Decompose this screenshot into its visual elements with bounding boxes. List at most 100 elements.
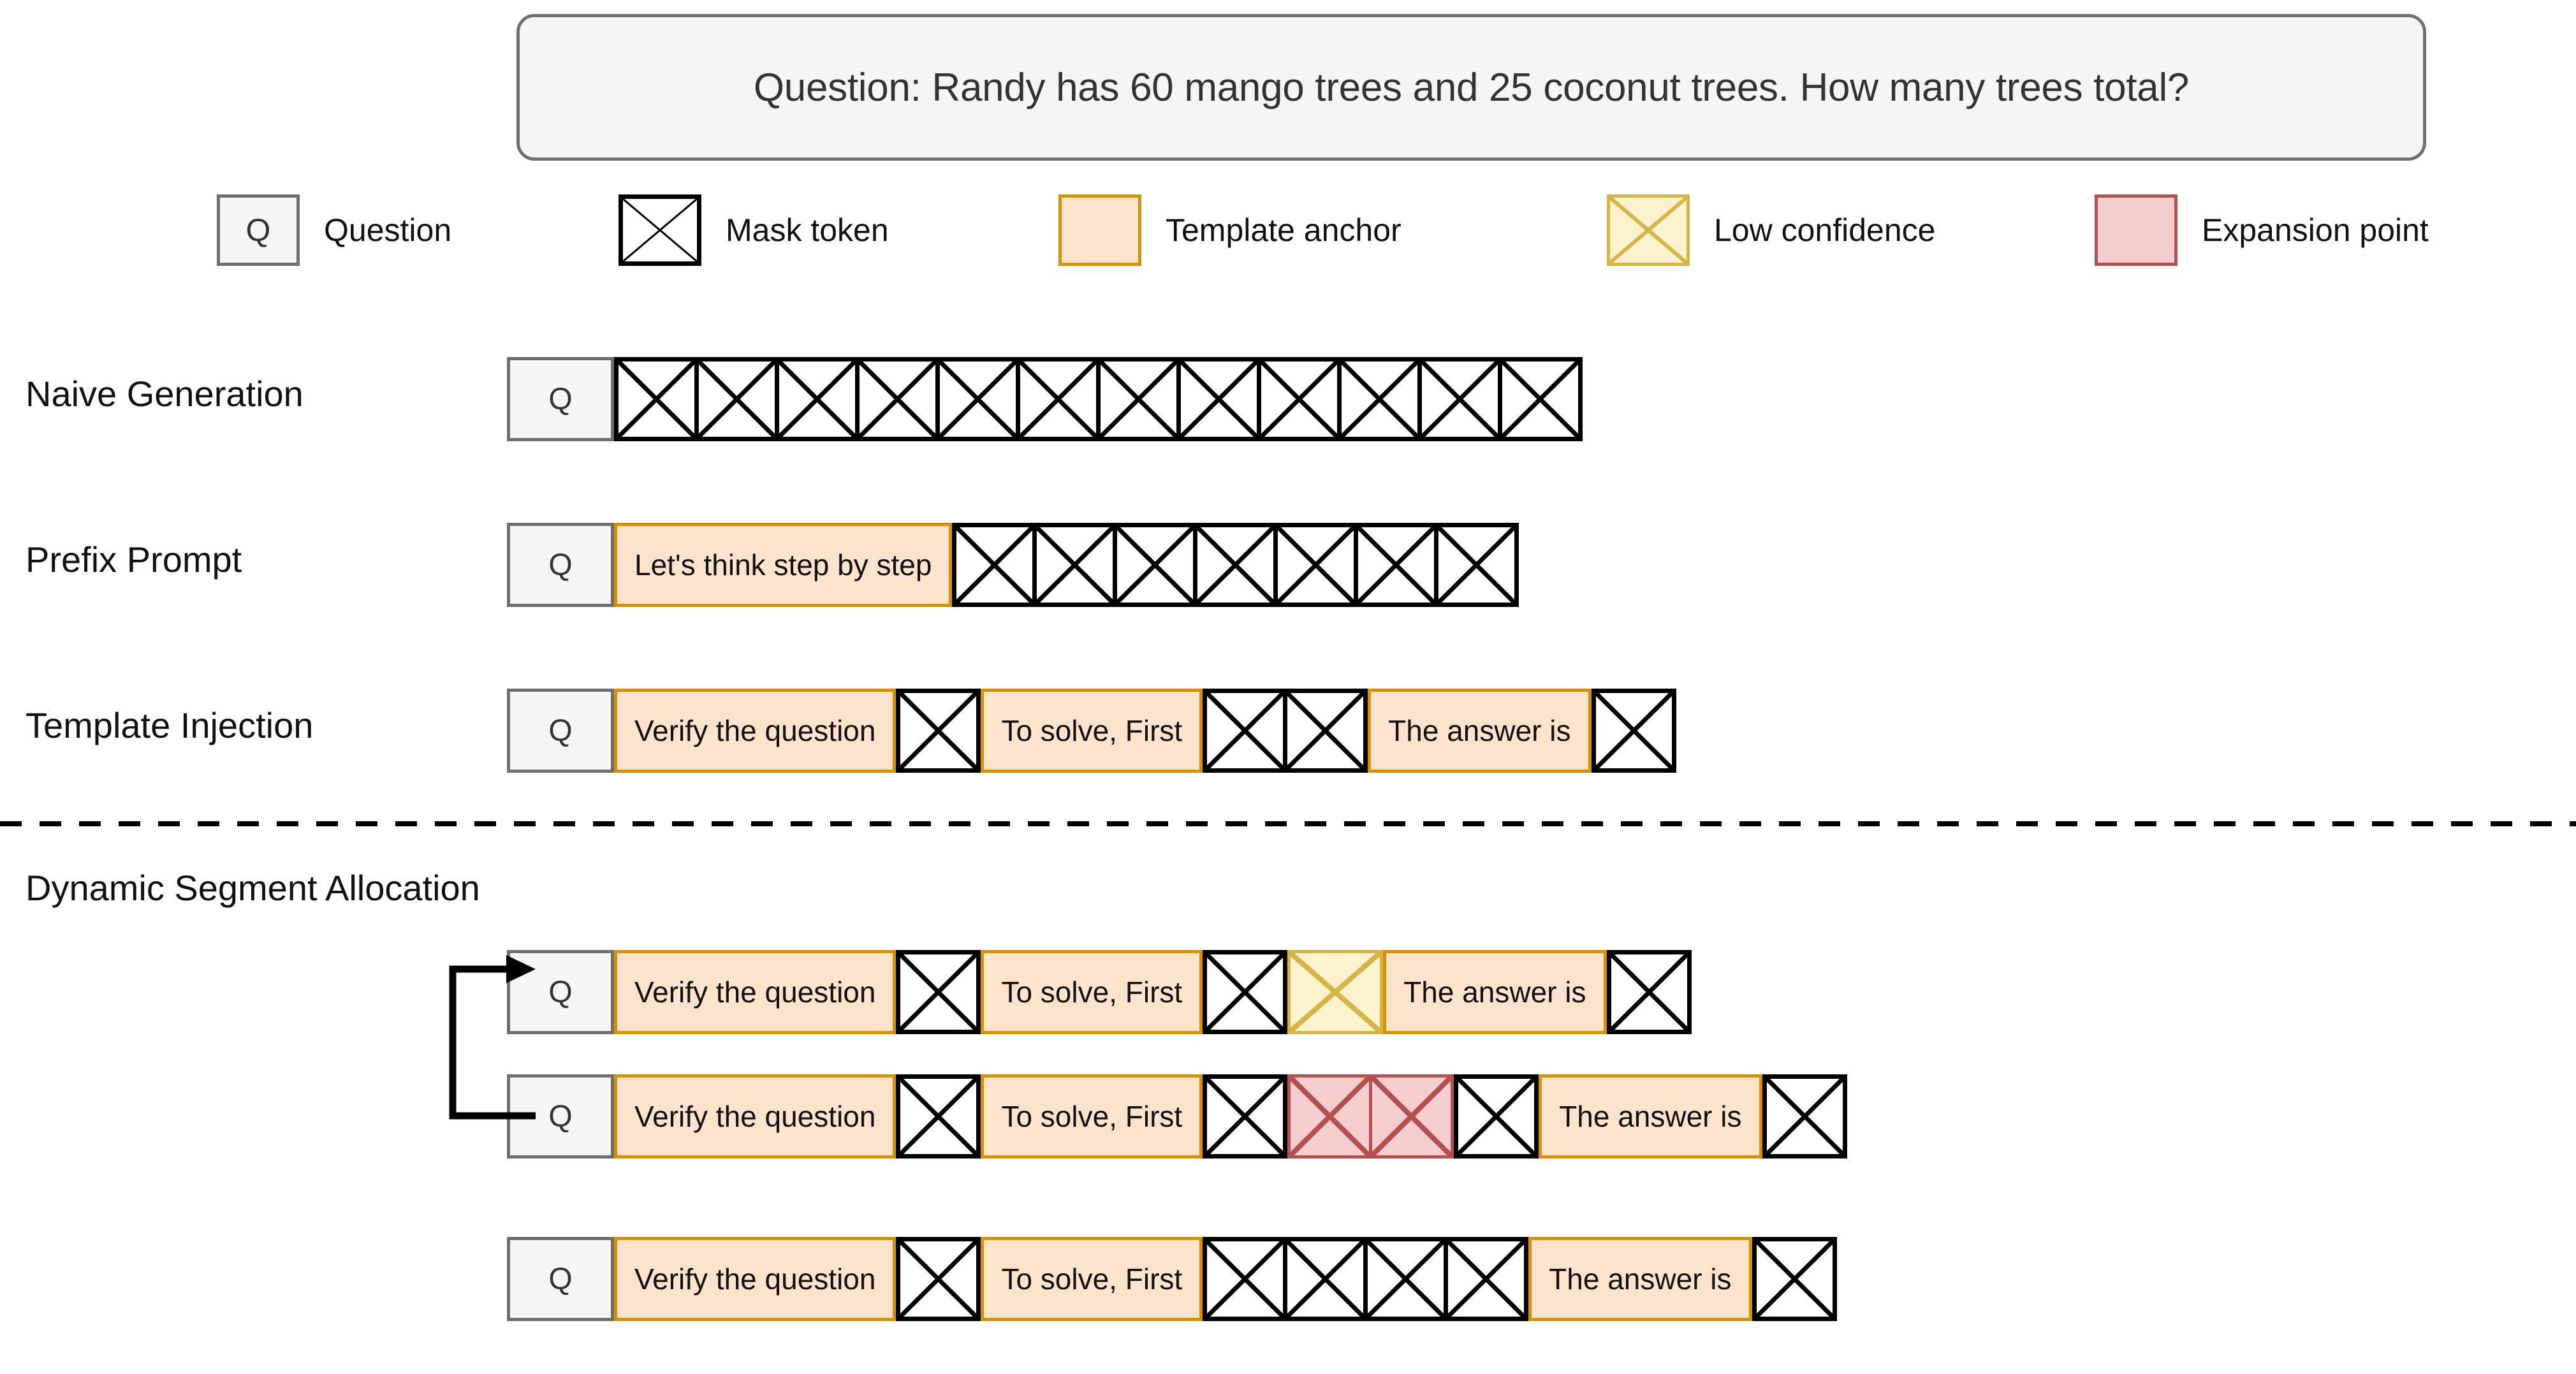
x-cross-icon bbox=[1101, 362, 1176, 437]
legend-label-mask: Mask token bbox=[726, 212, 889, 248]
token-template-anchor: Verify the question bbox=[614, 1237, 896, 1321]
token-mask bbox=[896, 1074, 981, 1158]
token-template-anchor: The answer is bbox=[1539, 1074, 1762, 1158]
x-cross-icon bbox=[1278, 527, 1354, 603]
token-mask bbox=[1203, 1074, 1288, 1158]
token-template-anchor: To solve, First bbox=[981, 1074, 1203, 1158]
token-mask bbox=[1337, 357, 1422, 441]
token-question: Q bbox=[507, 950, 614, 1034]
legend-item-mask: Mask token bbox=[618, 184, 889, 276]
x-cross-icon bbox=[1767, 1079, 1843, 1154]
x-cross-icon bbox=[1207, 1241, 1283, 1317]
token-expansion-point bbox=[1287, 1074, 1373, 1158]
x-cross-icon bbox=[1448, 1241, 1524, 1317]
x-cross-icon bbox=[1502, 362, 1578, 437]
token-template-anchor: Verify the question bbox=[614, 689, 896, 773]
x-cross-icon bbox=[940, 362, 1016, 437]
x-cross-icon bbox=[900, 1241, 976, 1317]
x-cross-icon bbox=[1596, 693, 1672, 768]
token-mask bbox=[1434, 523, 1519, 607]
x-cross-icon bbox=[699, 362, 775, 437]
token-mask bbox=[1363, 1237, 1449, 1321]
token-mask bbox=[896, 950, 981, 1034]
x-cross-icon bbox=[1207, 1079, 1283, 1154]
section-label-dsa: Dynamic Segment Allocation bbox=[26, 868, 480, 908]
token-mask bbox=[1762, 1074, 1847, 1158]
token-mask bbox=[1354, 523, 1439, 607]
x-cross-icon bbox=[900, 693, 976, 768]
x-cross-icon bbox=[1287, 1241, 1363, 1317]
token-template-anchor: The answer is bbox=[1528, 1237, 1752, 1321]
x-cross-icon bbox=[1438, 527, 1514, 603]
token-question: Q bbox=[507, 689, 614, 773]
token-mask bbox=[1498, 357, 1583, 441]
legend: Q Question Mask token Template anchor Lo… bbox=[0, 184, 2576, 276]
token-template-anchor: To solve, First bbox=[981, 950, 1203, 1034]
token-mask bbox=[896, 1237, 981, 1321]
x-cross-icon bbox=[618, 362, 694, 437]
x-cross-icon bbox=[1287, 693, 1363, 768]
token-mask bbox=[935, 357, 1020, 441]
token-question: Q bbox=[507, 357, 614, 441]
token-mask bbox=[855, 357, 940, 441]
token-mask bbox=[1203, 1237, 1288, 1321]
token-mask bbox=[1283, 689, 1368, 773]
x-cross-icon bbox=[900, 1079, 976, 1154]
x-cross-icon bbox=[1342, 362, 1417, 437]
x-cross-icon bbox=[1368, 1241, 1444, 1317]
token-mask bbox=[1454, 1074, 1539, 1158]
row-label-naive-generation: Naive Generation bbox=[26, 374, 304, 414]
x-cross-icon bbox=[1372, 1078, 1451, 1155]
token-mask bbox=[1283, 1237, 1368, 1321]
token-mask bbox=[1176, 357, 1261, 441]
x-cross-icon bbox=[1291, 1078, 1369, 1155]
token-mask bbox=[1096, 357, 1181, 441]
token-mask bbox=[1203, 950, 1288, 1034]
x-cross-icon bbox=[1610, 198, 1687, 263]
x-cross-icon bbox=[1291, 953, 1380, 1031]
question-glyph: Q bbox=[245, 212, 271, 248]
low-confidence-swatch-icon bbox=[1607, 194, 1690, 266]
token-question: Q bbox=[507, 523, 614, 607]
token-template-anchor: Verify the question bbox=[614, 950, 896, 1034]
token-mask bbox=[1016, 357, 1101, 441]
token-template-anchor: To solve, First bbox=[981, 689, 1203, 773]
token-template-anchor: To solve, First bbox=[981, 1237, 1203, 1321]
token-question: Q bbox=[507, 1237, 614, 1321]
legend-label-question: Question bbox=[324, 212, 452, 248]
token-mask bbox=[775, 357, 860, 441]
token-expansion-point bbox=[1369, 1074, 1454, 1158]
x-cross-icon bbox=[1358, 527, 1434, 603]
token-low-confidence bbox=[1287, 950, 1384, 1034]
row-label-template-injection: Template Injection bbox=[26, 705, 314, 745]
x-cross-icon bbox=[900, 954, 976, 1030]
x-cross-icon bbox=[1037, 527, 1113, 603]
token-mask bbox=[1193, 523, 1278, 607]
token-mask bbox=[1203, 689, 1288, 773]
question-swatch-icon: Q bbox=[217, 194, 300, 266]
legend-item-question: Q Question bbox=[217, 184, 451, 276]
token-mask bbox=[1257, 357, 1342, 441]
token-strip-naive-generation: Q bbox=[507, 357, 1583, 441]
x-cross-icon bbox=[1261, 362, 1337, 437]
x-cross-icon bbox=[1611, 954, 1687, 1030]
x-cross-icon bbox=[1458, 1079, 1534, 1154]
x-cross-icon bbox=[1197, 527, 1273, 603]
token-template-anchor: Let's think step by step bbox=[614, 523, 953, 607]
x-cross-icon bbox=[1207, 693, 1283, 768]
token-mask bbox=[1113, 523, 1198, 607]
x-cross-icon bbox=[1020, 362, 1096, 437]
row-label-prefix-prompt: Prefix Prompt bbox=[26, 539, 242, 580]
token-mask bbox=[1752, 1237, 1837, 1321]
question-text: Question: Randy has 60 mango trees and 2… bbox=[753, 65, 2190, 110]
token-mask bbox=[896, 689, 981, 773]
legend-item-anchor: Template anchor bbox=[1058, 184, 1401, 276]
token-mask bbox=[952, 523, 1037, 607]
legend-label-expand: Expansion point bbox=[2202, 212, 2429, 248]
mask-token-icon bbox=[618, 194, 701, 266]
token-mask bbox=[1444, 1237, 1529, 1321]
